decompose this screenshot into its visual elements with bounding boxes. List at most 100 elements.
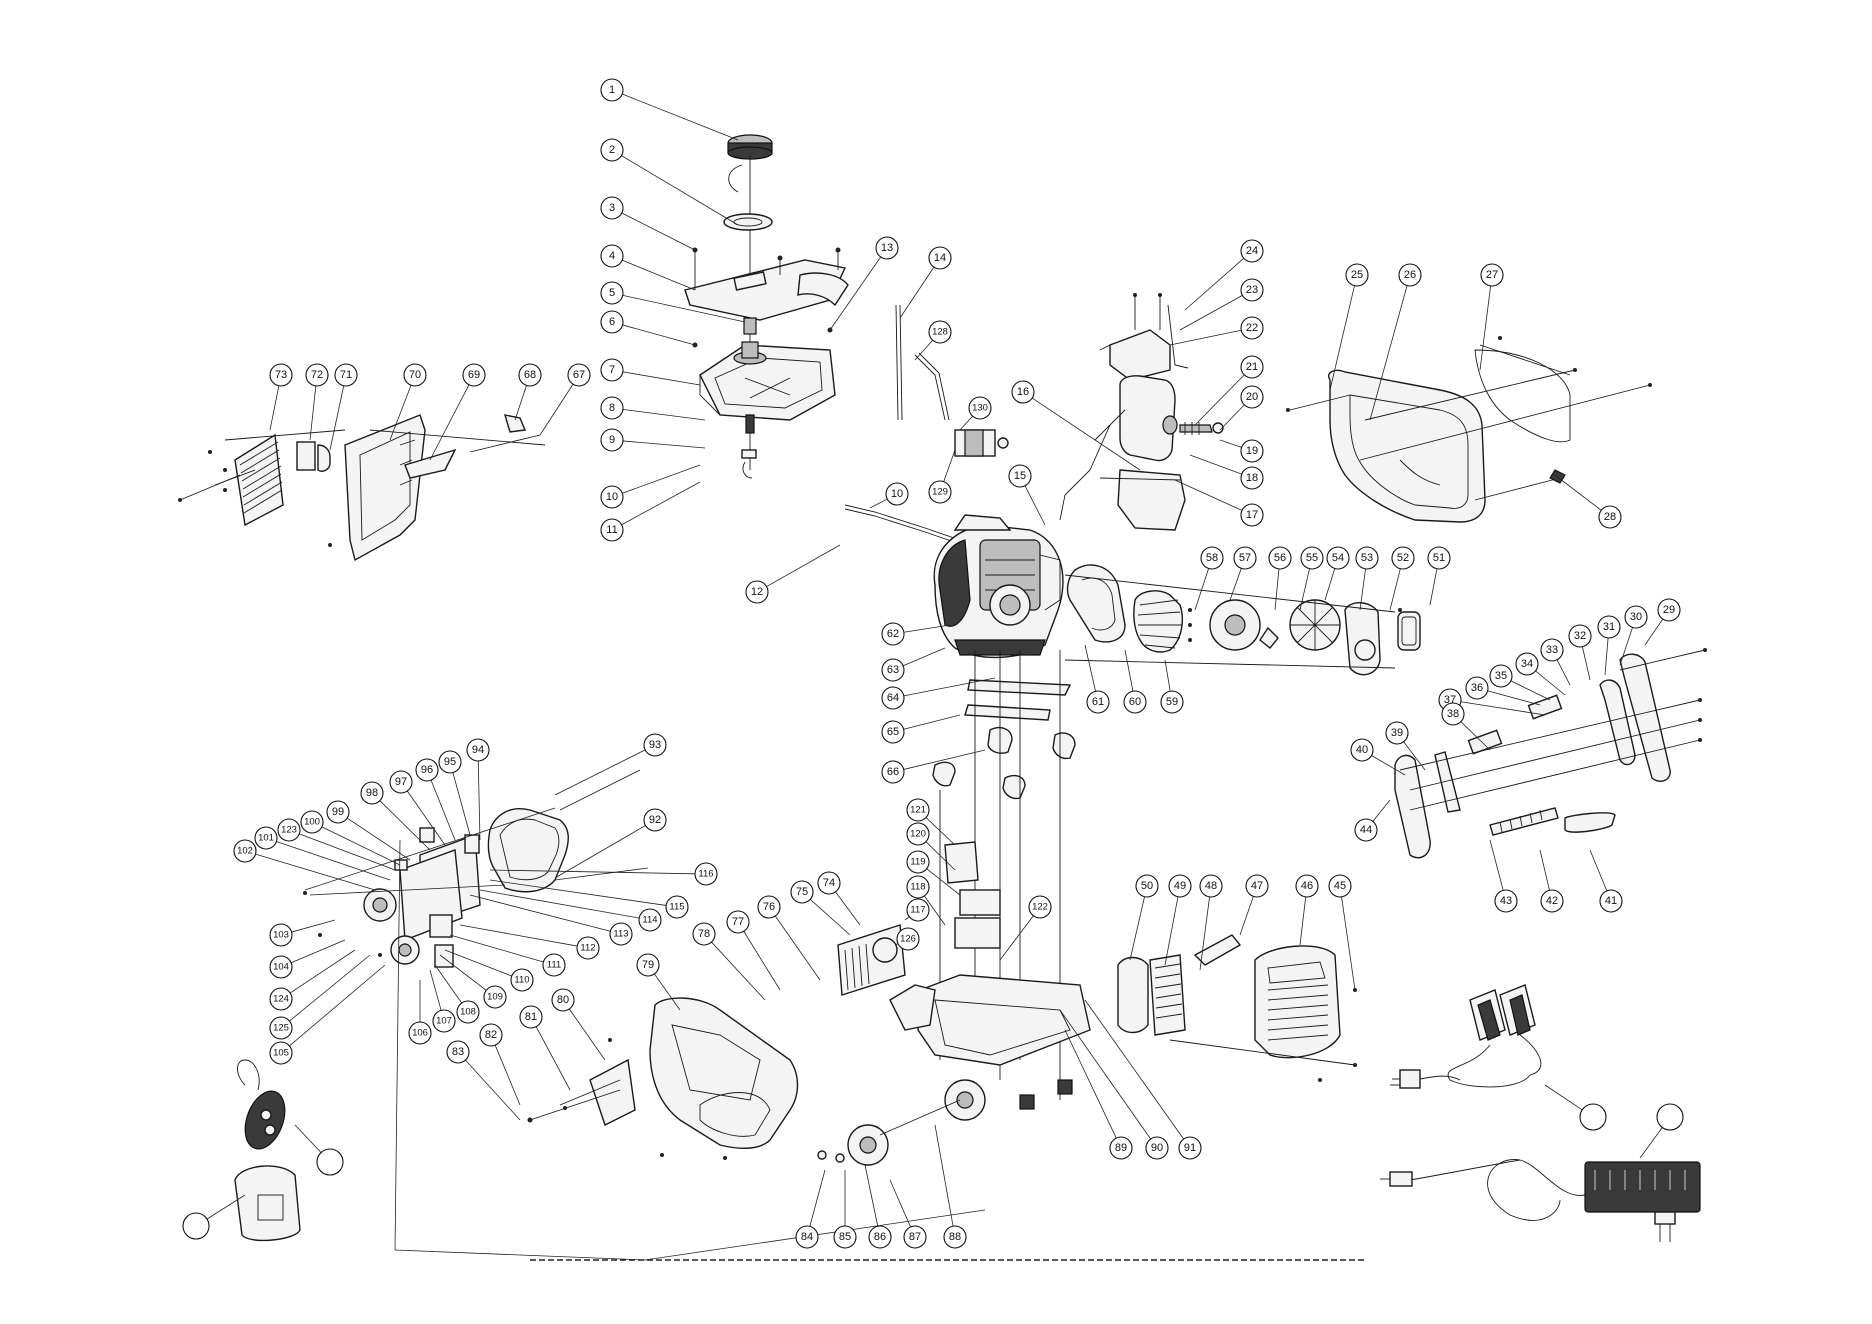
callout-number: 111	[547, 960, 561, 971]
leader-line	[1460, 721, 1491, 751]
leader-line	[1582, 646, 1591, 681]
part-callout-44: 44	[1354, 818, 1378, 842]
callout-number: 120	[910, 829, 926, 840]
callout-circle	[1391, 546, 1415, 570]
part-callout-129: 129	[928, 480, 952, 504]
callout-circle	[600, 310, 624, 334]
leader-line	[904, 916, 910, 921]
leader-line	[291, 919, 336, 933]
callout-circle	[1385, 721, 1409, 745]
part-callout-50: 50	[1135, 874, 1159, 898]
callout-number: 53	[1361, 552, 1373, 564]
callout-circle	[1345, 263, 1369, 287]
callout-number: 6	[609, 316, 615, 328]
callout-circle	[1441, 702, 1465, 726]
muffler-assembly	[1059, 293, 1224, 531]
leader-line	[903, 714, 961, 730]
adapter-vents	[1594, 1170, 1686, 1190]
choke-linkage	[844, 304, 1009, 545]
callout-number: 3	[609, 202, 615, 214]
callout-number: 26	[1404, 269, 1416, 281]
part-callout-63: 63	[881, 658, 905, 682]
callout-circle	[881, 686, 905, 710]
callout-circle	[1515, 652, 1539, 676]
callout-circle	[483, 985, 507, 1009]
callout-number: 2	[609, 144, 615, 156]
part-callout-58: 58	[1200, 546, 1224, 570]
part-callout-94: 94	[466, 738, 490, 762]
leader-line	[1189, 454, 1242, 475]
leader-line	[1299, 568, 1310, 611]
callout-circle	[665, 895, 689, 919]
leader-line	[924, 895, 946, 926]
callout-number: 78	[698, 928, 710, 940]
callout-circle	[1598, 505, 1622, 529]
part-callout-49: 49	[1168, 874, 1192, 898]
leader-line	[925, 817, 956, 846]
callout-number: 77	[732, 916, 744, 928]
callout-number: 105	[273, 1048, 289, 1059]
leader-line	[255, 853, 376, 891]
callout-circle	[408, 1021, 432, 1045]
leader-line	[1179, 294, 1243, 331]
callout-circle	[551, 988, 575, 1012]
callout-circle	[1568, 624, 1592, 648]
leader-line	[1341, 896, 1356, 991]
callout-number: 46	[1301, 880, 1313, 892]
callout-number: 87	[909, 1231, 921, 1243]
part-number-callouts: 1234567891011131412813012910121516171819…	[182, 78, 1684, 1249]
part-callout-31: 31	[1597, 615, 1621, 639]
leader-line	[902, 647, 946, 667]
leader-line	[869, 498, 888, 509]
callout-circle	[1233, 546, 1257, 570]
leader-line	[899, 266, 935, 319]
callout-circle	[745, 580, 769, 604]
callout-circle	[438, 750, 462, 774]
part-callout-95: 95	[438, 750, 462, 774]
callout-number: 100	[304, 817, 320, 828]
callout-number: 9	[609, 434, 615, 446]
part-callout-19: 19	[1240, 439, 1264, 463]
part-callout-14: 14	[928, 246, 952, 270]
callout-number: 52	[1397, 552, 1409, 564]
callout-circle	[1599, 889, 1623, 913]
part-callout-92: 92	[643, 808, 667, 832]
leader-line	[1164, 896, 1179, 966]
callout-number: 12	[751, 586, 763, 598]
callout-circle	[1597, 615, 1621, 639]
callout-circle	[389, 770, 413, 794]
leader-line	[622, 294, 746, 323]
callout-number: 27	[1486, 269, 1498, 281]
leader-line	[309, 385, 317, 441]
callout-number: 54	[1332, 552, 1344, 564]
callout-circle	[1240, 439, 1264, 463]
leader-line	[1299, 896, 1307, 946]
callout-circle	[1168, 874, 1192, 898]
leader-line	[925, 841, 956, 871]
callout-number: 10	[891, 488, 903, 500]
callout-circle	[305, 363, 329, 387]
leader-line	[1544, 1084, 1585, 1112]
part-callout-72: 72	[305, 363, 329, 387]
callout-circle	[875, 236, 899, 260]
part-callout-48: 48	[1199, 874, 1223, 898]
leader-line	[299, 833, 396, 871]
callout-number: 119	[910, 857, 925, 868]
part-callout-57: 57	[1233, 546, 1257, 570]
part-callout-114: 114	[638, 908, 662, 932]
part-callout-10: 10	[885, 482, 909, 506]
callout-circle	[1295, 874, 1319, 898]
leader-line	[1644, 618, 1664, 646]
leader-line	[1169, 329, 1242, 346]
part-callout-10: 10	[600, 485, 624, 509]
leader-line	[1324, 568, 1336, 601]
leader-line	[465, 1059, 521, 1121]
part-callout-126: 126	[896, 927, 920, 951]
front-panel-assembly	[178, 414, 546, 562]
leader-line	[1239, 896, 1254, 936]
callout-number: 73	[275, 369, 287, 381]
callout-number: 31	[1603, 621, 1615, 633]
leader-line	[514, 385, 527, 421]
leader-line	[1604, 637, 1609, 676]
callout-circle	[567, 363, 591, 387]
